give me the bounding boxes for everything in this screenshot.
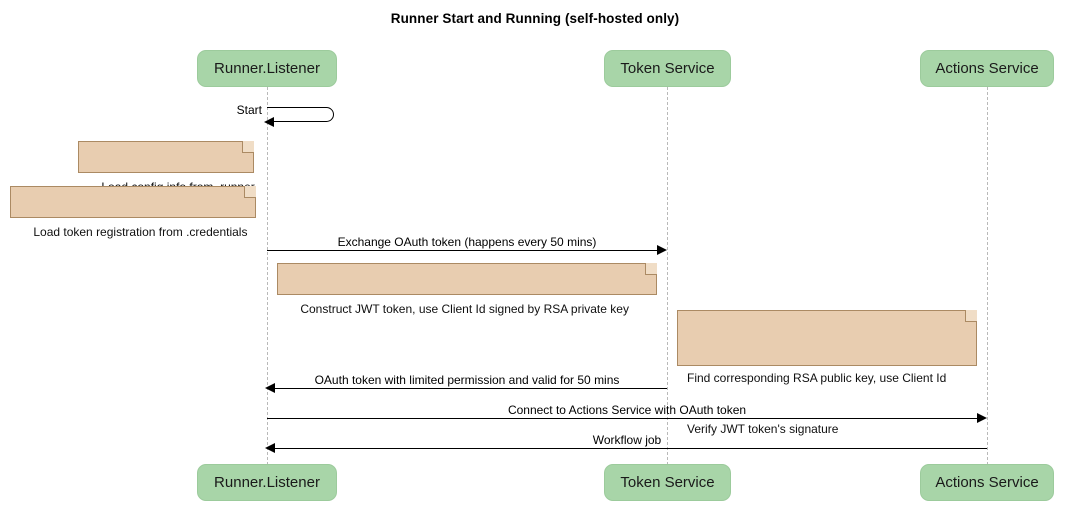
message-label-exchange-oauth-token: Exchange OAuth token (happens every 50 m…: [337, 235, 597, 249]
note-text-line-2: Verify JWT token's signature: [687, 422, 839, 436]
participant-token-service-bottom[interactable]: Token Service: [604, 464, 731, 501]
message-label-oauth-token-return: OAuth token with limited permission and …: [314, 373, 620, 387]
note-fold-corner-icon: [244, 186, 256, 198]
participant-label: Token Service: [620, 474, 715, 491]
participant-runner-listener-bottom[interactable]: Runner.Listener: [197, 464, 337, 501]
lifeline-runner: [267, 87, 268, 465]
participant-token-service-top[interactable]: Token Service: [604, 50, 731, 87]
note-text: Load token registration from .credential…: [33, 225, 248, 239]
message-line-workflow-job: [275, 448, 987, 449]
participant-label: Runner.Listener: [214, 474, 320, 491]
lifeline-actions: [987, 87, 988, 465]
message-line-exchange-oauth-token: [267, 250, 659, 251]
message-label-connect-actions-service: Connect to Actions Service with OAuth to…: [507, 403, 747, 417]
note-fold-corner-icon: [242, 141, 254, 153]
note-text-line-1: Find corresponding RSA public key, use C…: [687, 371, 947, 385]
arrowhead-oauth-token-return: [265, 383, 275, 393]
note-construct-jwt-token: Construct JWT token, use Client Id signe…: [277, 263, 657, 316]
note-text: Construct JWT token, use Client Id signe…: [300, 302, 629, 316]
note-load-config: Load config info from .runner: [78, 141, 255, 194]
arrowhead-exchange-oauth-token: [657, 245, 667, 255]
lifeline-token: [667, 87, 668, 465]
message-line-connect-actions-service: [267, 418, 979, 419]
note-load-token-registration: Load token registration from .credential…: [10, 186, 256, 239]
diagram-title: Runner Start and Running (self-hosted on…: [390, 11, 680, 26]
arrowhead-connect-actions-service: [977, 413, 987, 423]
self-message-loop-start: [267, 107, 334, 122]
participant-label: Runner.Listener: [214, 60, 320, 77]
note-fold-corner-icon: [645, 263, 657, 275]
participant-label: Actions Service: [935, 474, 1039, 491]
note-verify-jwt-signature: Find corresponding RSA public key, use C…: [677, 310, 977, 436]
arrowhead-workflow-job: [265, 443, 275, 453]
note-fold-corner-icon: [965, 310, 977, 322]
participant-label: Token Service: [620, 60, 715, 77]
message-line-oauth-token-return: [275, 388, 667, 389]
participant-runner-listener-top[interactable]: Runner.Listener: [197, 50, 337, 87]
participant-actions-service-bottom[interactable]: Actions Service: [920, 464, 1054, 501]
message-label-start: Start: [236, 103, 262, 117]
participant-label: Actions Service: [935, 60, 1039, 77]
participant-actions-service-top[interactable]: Actions Service: [920, 50, 1054, 87]
arrowhead-start: [264, 117, 274, 127]
message-label-workflow-job: Workflow job: [592, 433, 662, 447]
